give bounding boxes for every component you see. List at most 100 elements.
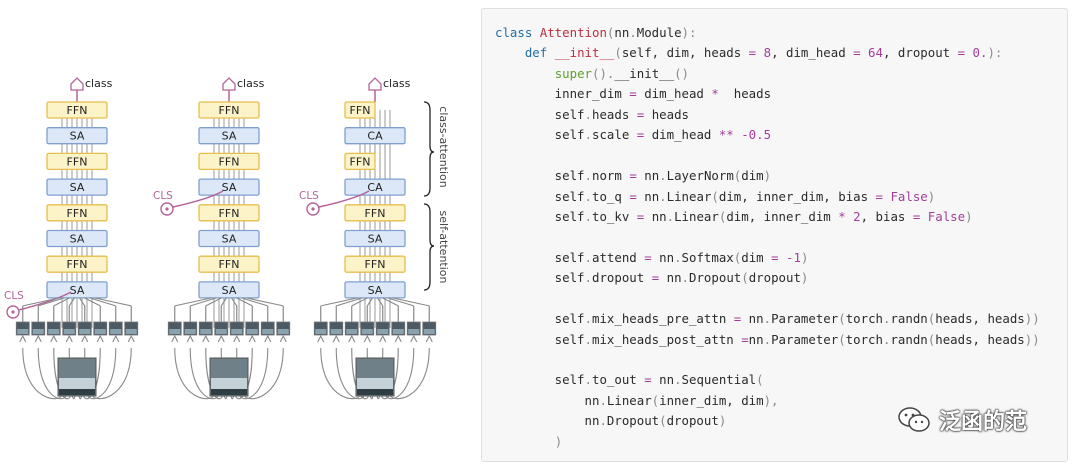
code-line: inner_dim = dim_head * heads xyxy=(495,86,772,102)
arrow-head xyxy=(96,334,104,343)
arrow-head xyxy=(363,334,371,343)
code-line: ​ xyxy=(495,227,1040,247)
patch-token-detail xyxy=(423,329,435,334)
code-line: class Attention(nn.Module): xyxy=(495,25,697,40)
sa-label: SA xyxy=(222,233,237,246)
cls-token-dot xyxy=(165,207,169,211)
arrow-head xyxy=(19,334,27,343)
fan-line xyxy=(94,297,132,307)
ffn-label: FFN xyxy=(67,104,88,117)
patch-token-detail xyxy=(262,329,274,334)
sa-label: SA xyxy=(222,284,237,297)
patch-token-detail xyxy=(32,329,44,334)
cls-connector xyxy=(172,190,224,208)
code-line: super().__init__() xyxy=(554,65,689,81)
cls-label: CLS xyxy=(153,190,173,202)
fan-line xyxy=(220,297,227,307)
image-arrow xyxy=(87,347,117,400)
input-image-water xyxy=(357,389,393,395)
class-output-arrow xyxy=(70,77,84,91)
fan-line xyxy=(241,297,268,307)
patch-token-detail xyxy=(215,329,227,334)
sa-block xyxy=(344,229,406,248)
code-line: self.scale = dim_head ** -0.5 xyxy=(495,127,772,143)
fan-line xyxy=(79,297,86,307)
ffn-label: FFN xyxy=(350,155,371,168)
patch-token-detail xyxy=(48,329,60,334)
arrow-head xyxy=(81,334,89,343)
image-arrow xyxy=(22,347,63,400)
ffn-label: FFN xyxy=(219,258,240,271)
fan-line xyxy=(53,297,70,307)
patch-token-detail xyxy=(361,329,373,334)
code-line: self.norm = nn.LayerNorm(dim) xyxy=(495,168,772,184)
ffn-block xyxy=(46,152,108,171)
ffn-block xyxy=(46,204,108,222)
class-attention-label: class-attention xyxy=(437,106,450,187)
class-output-arrow xyxy=(222,77,236,91)
ffn-label: FFN xyxy=(350,104,371,117)
input-image-water xyxy=(211,389,247,395)
arrow-head xyxy=(348,334,356,343)
code-line: ​ xyxy=(495,146,1040,166)
arrow-head xyxy=(394,334,402,343)
input-image-water xyxy=(59,389,95,395)
image-arrow xyxy=(389,347,430,400)
code-line: self.dropout = nn.Dropout(dropout) xyxy=(495,270,809,286)
class-label: class xyxy=(237,77,265,90)
cls-token-dot xyxy=(11,310,15,314)
ca-label: CA xyxy=(367,130,383,143)
sa-label: SA xyxy=(70,181,85,194)
ffn-block xyxy=(344,255,406,273)
ca-label: CA xyxy=(367,181,383,194)
patch-token-detail xyxy=(408,329,420,334)
ffn-block xyxy=(198,152,260,171)
ffn-label: FFN xyxy=(219,207,240,220)
ca-block xyxy=(344,127,406,145)
code-line: self.mix_heads_pre_attn = nn.Parameter(t… xyxy=(495,311,1040,327)
sa-block xyxy=(198,127,260,145)
fan-line xyxy=(336,297,363,307)
patch-token-detail xyxy=(110,329,122,334)
fan-line xyxy=(84,297,101,307)
self-attention-label: self-attention xyxy=(437,211,450,284)
ffn-label: FFN xyxy=(365,207,386,220)
arrow-head xyxy=(34,334,42,343)
sa-label: SA xyxy=(368,284,383,297)
arrow-head xyxy=(112,334,120,343)
image-arrow xyxy=(335,347,365,400)
image-arrow xyxy=(174,347,215,400)
patch-token-detail xyxy=(346,329,358,334)
ffn-block xyxy=(344,204,406,222)
code-line: ​ xyxy=(495,350,1040,370)
fan-line xyxy=(387,297,414,307)
patch-token-detail xyxy=(330,329,342,334)
image-arrow xyxy=(320,347,361,400)
fan-line xyxy=(68,297,75,307)
fan-line xyxy=(89,297,116,307)
ffn-label: FFN xyxy=(219,104,240,117)
code-panel: class Attention(nn.Module): def __init__… xyxy=(481,8,1068,462)
code-line: def __init__(self, dim, heads = 8, dim_h… xyxy=(524,45,1003,61)
sa-label: SA xyxy=(70,284,85,297)
patch-token-detail xyxy=(79,329,91,334)
sa-block xyxy=(46,178,108,196)
fan-line xyxy=(231,297,238,307)
patch-token-detail xyxy=(231,329,243,334)
ffn-block xyxy=(198,204,260,222)
image-arrow xyxy=(385,347,415,400)
input-image-detail xyxy=(59,378,95,389)
code-line: nn.Dropout(dropout) xyxy=(495,413,727,429)
fan-line xyxy=(351,297,368,307)
patch-token-detail xyxy=(277,329,289,334)
cls-label: CLS xyxy=(299,190,319,202)
patch-token-detail xyxy=(246,329,258,334)
sa-label: SA xyxy=(222,130,237,143)
code-line: ​ xyxy=(495,289,1040,309)
arrow-head xyxy=(127,334,135,343)
code-line: ) xyxy=(554,433,563,449)
input-image-detail xyxy=(357,378,393,389)
fan-line xyxy=(236,297,253,307)
code-line: self.mix_heads_post_attn =nn.Parameter(t… xyxy=(495,331,1040,347)
sa-label: SA xyxy=(70,130,85,143)
